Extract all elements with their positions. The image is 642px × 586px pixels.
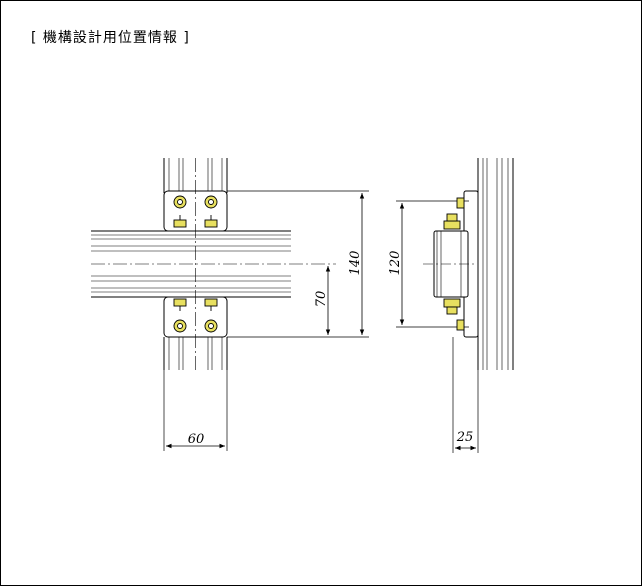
dim-label-70: 70 (314, 291, 329, 308)
horizontal-extrusion (91, 230, 336, 298)
side-dimensions (399, 203, 476, 451)
dim-label-25: 25 (456, 430, 474, 445)
drawing-title: [ 機構設計用位置情報 ] (31, 30, 190, 46)
vertical-extrusion-bottom (163, 337, 228, 370)
bolts-front (173, 195, 218, 333)
front-dimensions (166, 193, 365, 449)
dim-label-60: 60 (188, 432, 205, 447)
bolts-side (443, 197, 465, 331)
vertical-extrusion-top (163, 158, 228, 193)
side-view (396, 158, 514, 453)
dim-label-120: 120 (388, 251, 403, 276)
dim-label-140: 140 (348, 251, 363, 276)
